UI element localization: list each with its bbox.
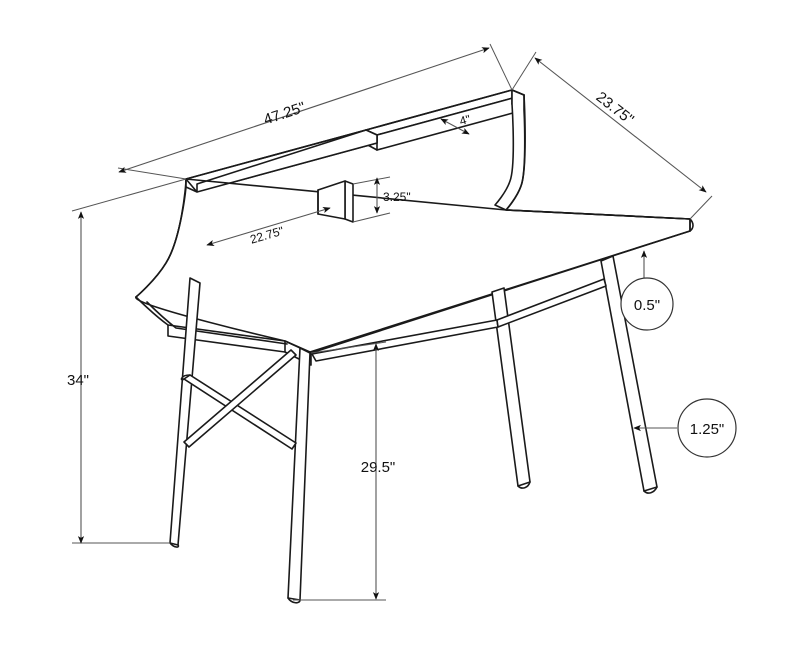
dimension-label-width: 47.25" (262, 99, 308, 129)
dimension-opening-height: 3.25" (352, 176, 411, 223)
back-gallery-rail (365, 89, 525, 151)
dimension-label-shelf-depth: 4" (458, 112, 472, 128)
callout-circle-leg-thickness (677, 398, 737, 458)
leg-front-left (287, 347, 311, 601)
callout-circle-top-thickness (620, 277, 674, 331)
legs (169, 255, 658, 604)
dimension-label-worksurface-height: 29.5" (361, 459, 396, 476)
dimension-shelf-depth: 4" (440, 112, 472, 135)
dimension-label-opening-height: 3.25" (383, 190, 411, 204)
callout-label-top-thickness: 0.5" (634, 297, 660, 314)
leg-back-left (169, 277, 201, 546)
cross-brace-left (180, 349, 297, 450)
desk-body (135, 89, 694, 604)
dimension-worksurface-height: 29.5" (293, 341, 396, 601)
dimension-label-overall-height: 34" (67, 372, 89, 389)
callout-leg-thickness: 1.25" (633, 398, 737, 458)
dimension-overall-depth: 23.75" (511, 51, 713, 220)
stretcher-rear (311, 278, 607, 362)
dimension-overall-height: 34" (67, 178, 187, 544)
callout-label-leg-thickness: 1.25" (690, 421, 725, 438)
callout-top-thickness: 0.5" (620, 250, 674, 331)
